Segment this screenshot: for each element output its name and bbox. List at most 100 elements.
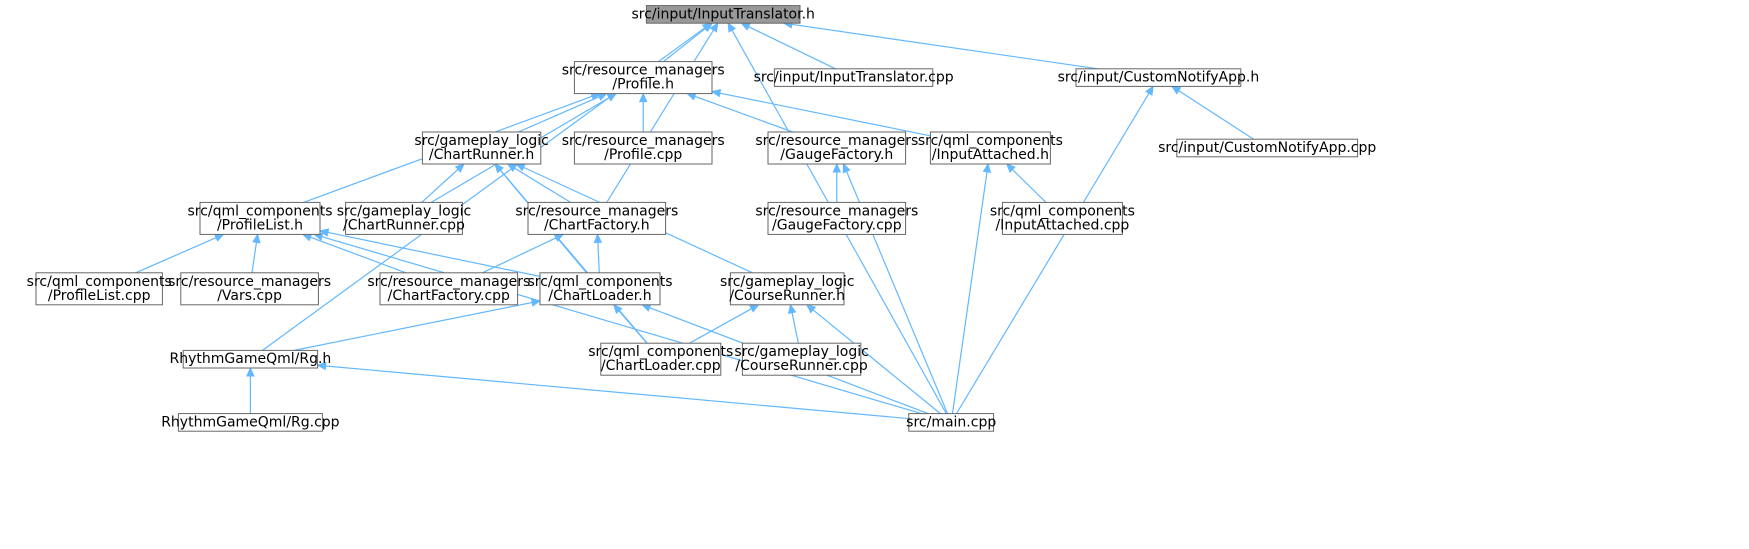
node-label: /InputAttached.h: [932, 147, 1049, 163]
node-box: [767, 201, 907, 235]
node-courserunner-h[interactable]: src/gameplay_logic/CourseRunner.h: [720, 272, 854, 306]
node-main-cpp[interactable]: src/main.cpp: [906, 413, 996, 432]
node-notify-h[interactable]: src/input/CustomNotifyApp.h: [1058, 68, 1260, 87]
node-label: /Profile.h: [612, 77, 674, 93]
node-profilelist-h[interactable]: src/qml_components/ProfileList.h: [187, 201, 333, 235]
node-label: /GaugeFactory.cpp: [772, 217, 902, 233]
edge-profilelist_h-to-profilelist_cpp: [135, 233, 225, 274]
edge-profile_h-to-profile_cpp: [638, 92, 648, 132]
node-profilelist-cpp[interactable]: src/qml_components/ProfileList.cpp: [27, 272, 172, 306]
node-box: [199, 201, 321, 235]
node-inputattached-h[interactable]: src/qml_components/InputAttached.h: [918, 131, 1063, 165]
node-label: RhythmGameQml/Rg.h: [170, 351, 332, 367]
node-profile-cpp[interactable]: src/resource_managers/Profile.cpp: [562, 131, 725, 165]
node-rg-h[interactable]: RhythmGameQml/Rg.h: [170, 349, 332, 369]
edge-gauge_h-to-gauge_cpp: [832, 162, 842, 203]
edge-translator_h-to-chartfactory_h: [606, 22, 719, 203]
node-box: [741, 342, 862, 376]
node-label: /Vars.cpp: [217, 288, 282, 304]
edge-translator_h-to-notify_h: [782, 20, 1098, 70]
node-label: /ChartLoader.cpp: [601, 358, 721, 374]
node-label: /ChartLoader.h: [548, 288, 651, 304]
node-chartrunner-cpp[interactable]: src/gameplay_logic/ChartRunner.cpp: [337, 201, 471, 235]
node-translator-cpp[interactable]: src/input/InputTranslator.cpp: [754, 68, 954, 87]
edge-rg_h-to-main_cpp: [316, 361, 909, 420]
node-box: [573, 61, 713, 95]
node-label: src/gameplay_logic: [414, 133, 548, 149]
node-label: src/input/InputTranslator.h: [631, 6, 814, 22]
node-box: [182, 349, 319, 369]
node-label: /InputAttached.cpp: [995, 217, 1129, 233]
edge-profilelist_h-to-chartloader_h: [318, 228, 541, 277]
edge-chartrunner_h-to-chartrunner_cpp: [421, 163, 465, 203]
node-label: src/gameplay_logic: [734, 344, 868, 360]
node-vars-cpp[interactable]: src/resource_managers/Vars.cpp: [168, 272, 331, 306]
node-profile-h[interactable]: src/resource_managers/Profile.h: [562, 61, 725, 95]
node-chartloader-h[interactable]: src/qml_components/ChartLoader.h: [527, 272, 673, 306]
node-box: [773, 68, 934, 87]
edge-courserunner_h-to-main_cpp: [805, 304, 941, 415]
node-label: src/input/CustomNotifyApp.h: [1058, 70, 1260, 86]
node-chartloader-cpp[interactable]: src/qml_components/ChartLoader.cpp: [588, 342, 733, 376]
node-label: src/qml_components: [918, 133, 1063, 149]
node-label: src/main.cpp: [906, 414, 996, 430]
edge-chartloader_h-to-chartloader_cpp: [613, 303, 648, 344]
node-label: src/resource_managers: [168, 274, 331, 290]
node-box: [379, 272, 519, 306]
edge-translator_h-to-translator_cpp: [740, 22, 836, 70]
node-label: /CourseRunner.cpp: [735, 358, 867, 374]
node-label: /ChartRunner.cpp: [343, 217, 465, 233]
node-box: [1001, 201, 1123, 235]
node-box: [421, 131, 542, 165]
node-box: [35, 272, 163, 306]
nodes-layer: src/input/InputTranslator.h src/resource_…: [27, 5, 1376, 432]
node-box: [908, 413, 995, 432]
edge-courserunner_h-to-courserunner_cpp: [787, 303, 799, 344]
node-label: /ProfileList.h: [217, 217, 303, 233]
node-label: src/resource_managers: [562, 133, 725, 149]
node-box: [539, 272, 661, 306]
node-rg-cpp[interactable]: RhythmGameQml/Rg.cpp: [161, 413, 340, 432]
node-translator-h[interactable]: src/input/InputTranslator.h: [631, 5, 815, 24]
edge-profile_h-to-gauge_h: [686, 92, 794, 133]
node-box: [600, 342, 722, 376]
node-label: src/input/InputTranslator.cpp: [754, 70, 954, 86]
node-chartrunner-h[interactable]: src/gameplay_logic/ChartRunner.h: [414, 131, 549, 165]
edge-rg_h-to-rg_cpp: [246, 366, 255, 414]
edge-courserunner_h-to-chartloader_cpp: [689, 304, 760, 344]
edge-profile_h-to-inputattached_h: [710, 89, 931, 137]
node-label: src/qml_components: [187, 203, 332, 219]
node-label: /Profile.cpp: [604, 147, 682, 163]
node-box: [767, 131, 907, 165]
node-label: src/input/CustomNotifyApp.cpp: [1158, 140, 1376, 156]
node-chartfactory-h[interactable]: src/resource_managers/ChartFactory.h: [515, 201, 678, 235]
node-box: [573, 131, 713, 165]
node-inputattached-cpp[interactable]: src/qml_components/InputAttached.cpp: [990, 201, 1135, 235]
node-label: src/resource_managers: [755, 133, 918, 149]
edge-chartfactory_h-to-chartloader_h: [593, 233, 603, 273]
node-label: src/gameplay_logic: [720, 274, 854, 290]
node-label: /ChartFactory.cpp: [388, 288, 510, 304]
node-label: src/resource_managers: [755, 203, 918, 219]
node-courserunner-cpp[interactable]: src/gameplay_logic/CourseRunner.cpp: [734, 342, 869, 376]
node-chartfactory-cpp[interactable]: src/resource_managers/ChartFactory.cpp: [367, 272, 530, 306]
edge-profilelist_h-to-chartfactory_cpp: [301, 233, 407, 274]
edge-chartloader_h-to-rg_h: [293, 298, 542, 351]
node-label: src/qml_components: [588, 344, 733, 360]
node-gauge-h[interactable]: src/resource_managers/GaugeFactory.h: [755, 131, 918, 165]
node-label: /ChartFactory.h: [544, 217, 650, 233]
node-notify-cpp[interactable]: src/input/CustomNotifyApp.cpp: [1158, 138, 1376, 158]
edge-inputattached_h-to-inputattached_cpp: [1005, 163, 1047, 203]
node-box: [180, 272, 319, 306]
node-gauge-cpp[interactable]: src/resource_managers/GaugeFactory.cpp: [755, 201, 918, 235]
edge-chartrunner_h-to-chartfactory_h: [506, 163, 571, 203]
node-label: /ProfileList.cpp: [48, 288, 151, 304]
edge-gauge_h-to-main_cpp: [842, 162, 949, 414]
edge-chartfactory_h-to-chartfactory_cpp: [482, 233, 565, 274]
edge-profilelist_h-to-main_cpp: [313, 232, 922, 415]
node-box: [1075, 68, 1242, 87]
node-box: [929, 131, 1051, 165]
node-box: [177, 413, 323, 432]
node-label: RhythmGameQml/Rg.cpp: [161, 414, 339, 430]
node-label: src/gameplay_logic: [337, 203, 471, 219]
